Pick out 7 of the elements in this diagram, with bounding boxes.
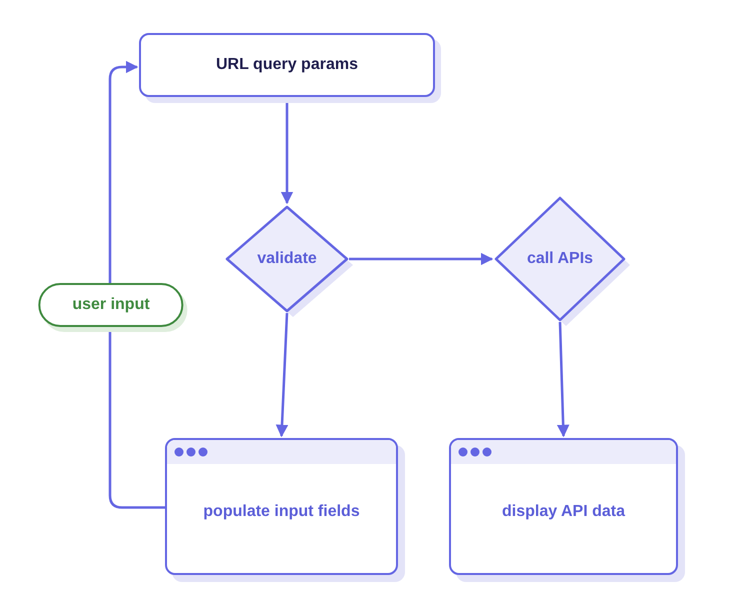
node-label: display API data	[502, 502, 625, 522]
node-label: populate input fields	[203, 502, 360, 522]
arrow	[276, 312, 288, 438]
node-label: URL query params	[216, 55, 358, 75]
arrow	[556, 322, 570, 438]
arrow	[108, 60, 165, 509]
arrow	[349, 252, 494, 266]
